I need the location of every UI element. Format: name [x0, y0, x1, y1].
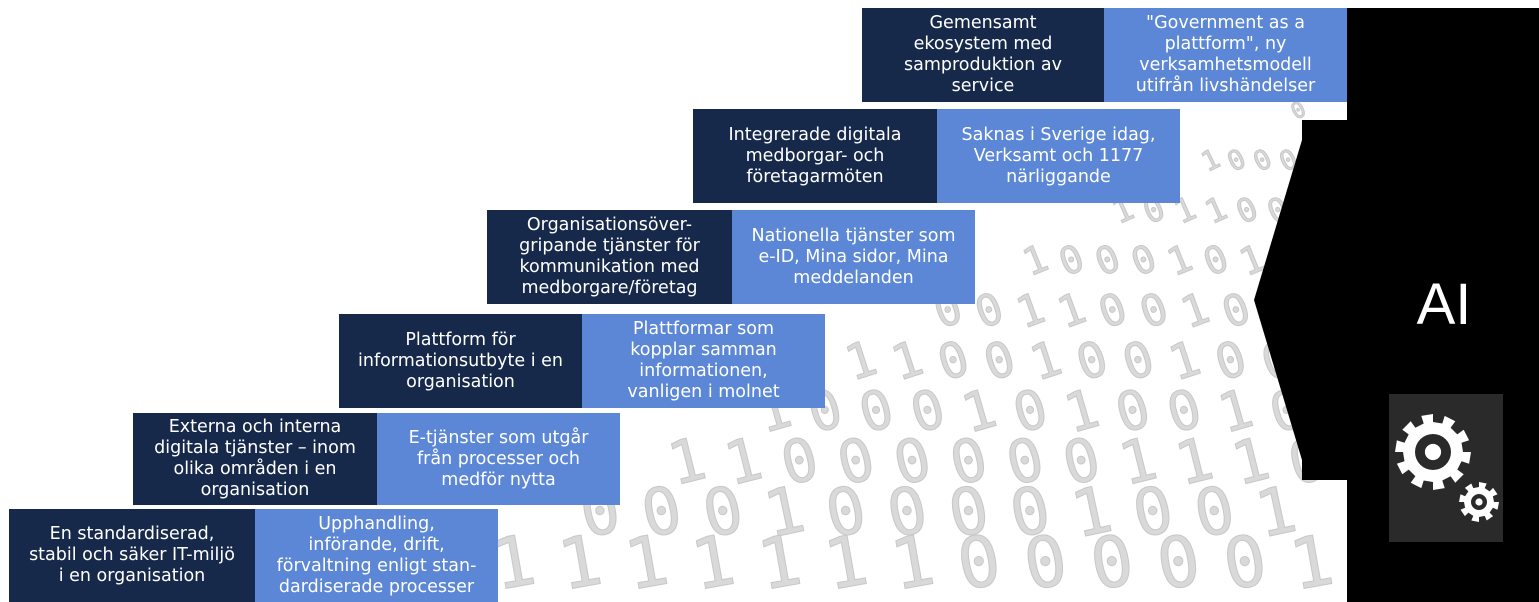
binary-digit: 0	[1084, 519, 1140, 602]
left-arrow-icon	[1254, 120, 1348, 480]
step-5-example: Saknas i Sverige idag, Verksamt och 1177…	[937, 109, 1180, 203]
gears-tile	[1389, 394, 1503, 542]
step-1-example: Upphandling, införande, drift, förvaltni…	[255, 509, 498, 602]
step-3-example-text: Plattformar som kopplar samman informati…	[627, 319, 780, 402]
binary-digit: 1	[1225, 424, 1276, 500]
binary-digit: 0	[951, 519, 1007, 602]
binary-digit: 1	[1284, 519, 1340, 602]
step-2-description: Externa och interna digitala tjänster – …	[133, 413, 377, 505]
step-4-example-text: Nationella tjänster som e-ID, Mina sidor…	[751, 225, 956, 288]
binary-digit: 0	[1018, 519, 1074, 602]
binary-digit: 1	[1161, 236, 1199, 285]
step-5-description: Integrerade digitala medborgar- och före…	[693, 109, 937, 203]
gears-icon	[1395, 414, 1499, 522]
step-2-example: E-tjänster som utgår från processer och …	[377, 413, 620, 505]
binary-digit: 0	[1197, 236, 1235, 285]
binary-digit: 0	[1125, 236, 1163, 285]
step-6-description: Gemensamt ekosystem med samproduktion av…	[862, 8, 1104, 102]
step-1-example-text: Upphandling, införande, drift, förvaltni…	[276, 513, 477, 597]
step-4-description-text: Organisationsöver- gripande tjänster för…	[519, 215, 700, 298]
step-6-description-text: Gemensamt ekosystem med samproduktion av…	[903, 13, 1062, 96]
binary-digit: 0	[1092, 283, 1134, 339]
step-4-description: Organisationsöver- gripande tjänster för…	[487, 210, 732, 304]
binary-digit: 0	[1223, 143, 1251, 178]
step-3-description: Plattform för informationsutbyte i en or…	[339, 314, 582, 408]
binary-digit: 1	[1010, 283, 1052, 339]
binary-digit: 0	[1216, 283, 1258, 339]
binary-digit: 1	[1199, 189, 1232, 232]
step-3-description-text: Plattform för informationsutbyte i en or…	[357, 329, 563, 392]
step-2-description-text: Externa och interna digitala tjänster – …	[154, 417, 356, 500]
step-1-description-text: En standardiserad, stabil och säker IT-m…	[29, 524, 235, 586]
step-6-example: "Government as a plattform", ny verksamh…	[1104, 8, 1347, 102]
step-1-description: En standardiserad, stabil och säker IT-m…	[9, 509, 255, 602]
binary-digit: 1	[1175, 283, 1217, 339]
binary-digit: 1	[1017, 236, 1055, 285]
step-5-example-text: Saknas i Sverige idag, Verksamt och 1177…	[961, 124, 1156, 187]
step-5-description-text: Integrerade digitala medborgar- och före…	[728, 124, 902, 187]
binary-digit: 0	[1089, 236, 1127, 285]
ai-label: AI	[1416, 272, 1472, 337]
step-3-example: Plattformar som kopplar samman informati…	[582, 314, 825, 408]
binary-digit: 1	[1197, 143, 1225, 178]
step-4-example: Nationella tjänster som e-ID, Mina sidor…	[732, 210, 975, 304]
binary-digit: 1	[885, 519, 941, 602]
binary-digit: 1	[1051, 283, 1093, 339]
binary-digit: 0	[1053, 236, 1091, 285]
step-6-example-text: "Government as a plattform", ny verksamh…	[1135, 13, 1316, 96]
step-2-example-text: E-tjänster som utgår från processer och …	[408, 427, 589, 490]
